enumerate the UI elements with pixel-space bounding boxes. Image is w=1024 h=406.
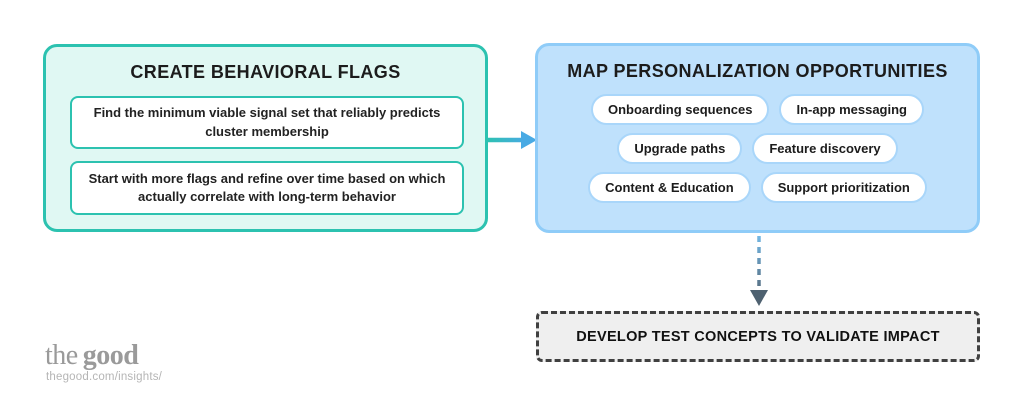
pill-upgrade-paths: Upgrade paths xyxy=(617,133,743,164)
pill-content-education: Content & Education xyxy=(588,172,751,203)
bottom-box-label: DEVELOP TEST CONCEPTS TO VALIDATE IMPACT xyxy=(576,328,940,345)
pill-onboarding-sequences: Onboarding sequences xyxy=(590,94,770,125)
pill-support-prioritization: Support prioritization xyxy=(760,172,927,203)
flow-arrow-down-icon xyxy=(750,236,768,306)
develop-test-concepts-box: DEVELOP TEST CONCEPTS TO VALIDATE IMPACT xyxy=(536,311,980,362)
logo-word-good: good xyxy=(82,340,139,371)
pill-row-2: Upgrade paths Feature discovery xyxy=(617,133,898,164)
left-box-item-2: Start with more flags and refine over ti… xyxy=(70,161,464,215)
create-behavioral-flags-box: CREATE BEHAVIORAL FLAGS Find the minimum… xyxy=(43,44,488,232)
left-box-title: CREATE BEHAVIORAL FLAGS xyxy=(130,62,401,82)
pill-feature-discovery: Feature discovery xyxy=(752,133,898,164)
site-url: thegood.com/insights/ xyxy=(46,371,163,383)
pill-row-1: Onboarding sequences In-app messaging xyxy=(590,94,924,125)
pill-rows: Onboarding sequences In-app messaging Up… xyxy=(538,94,977,203)
logo-word-the: the xyxy=(45,340,78,371)
pill-row-3: Content & Education Support prioritizati… xyxy=(588,172,927,203)
left-box-item-1: Find the minimum viable signal set that … xyxy=(70,96,464,149)
pill-in-app-messaging: In-app messaging xyxy=(779,94,924,125)
right-box-title: MAP PERSONALIZATION OPPORTUNITIES xyxy=(567,61,948,81)
flow-arrow-right-icon xyxy=(487,131,537,149)
map-personalization-opportunities-box: MAP PERSONALIZATION OPPORTUNITIES Onboar… xyxy=(535,43,980,233)
